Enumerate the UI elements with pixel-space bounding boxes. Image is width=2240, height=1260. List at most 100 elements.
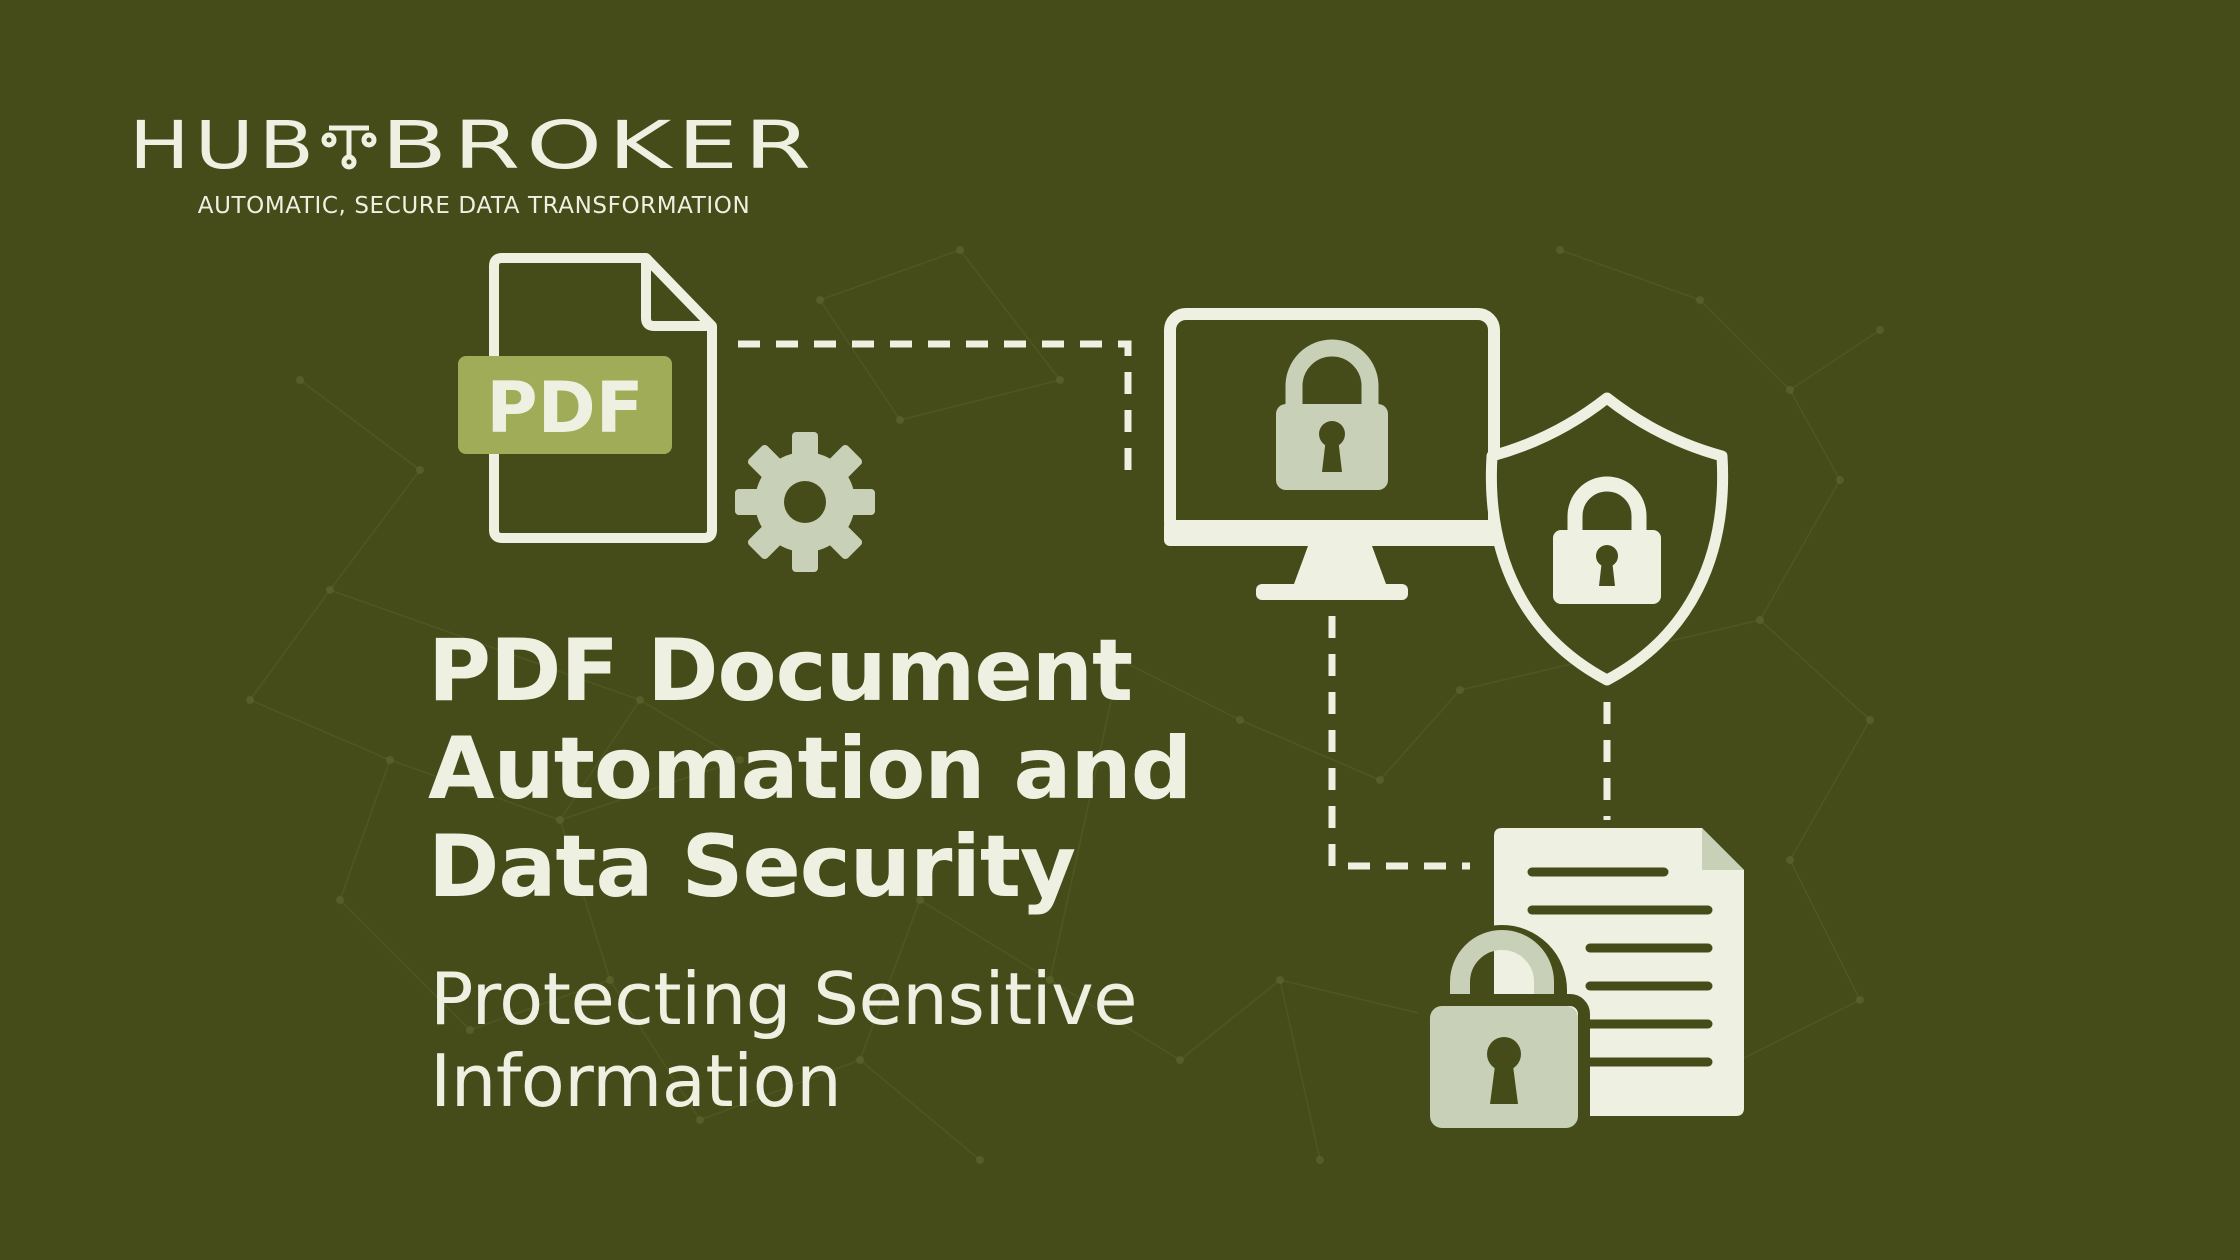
- network-node: [916, 896, 924, 904]
- brand-name-left: HUB: [129, 112, 319, 182]
- network-line: [609, 979, 701, 1121]
- network-line: [1759, 619, 1871, 721]
- brand-wordmark: HUB BROKER: [129, 112, 817, 182]
- connector-pdf-to-monitor: [738, 340, 1132, 470]
- network-node: [736, 756, 744, 764]
- network-line: [1759, 479, 1841, 621]
- network-node: [1116, 656, 1124, 664]
- pdf-badge: [458, 356, 672, 454]
- brand-tagline: AUTOMATIC, SECURE DATA TRANSFORMATION: [197, 193, 751, 219]
- network-line: [329, 469, 421, 591]
- network-line: [1119, 659, 1241, 721]
- connector-monitor-to-document: [1328, 616, 1470, 870]
- network-node: [1786, 856, 1794, 864]
- monitor-padlock: [1276, 339, 1388, 490]
- network-node: [816, 296, 824, 304]
- shield-padlock: [1553, 476, 1661, 604]
- gear-icon: [735, 432, 875, 572]
- headline-line-1: PDF Document: [428, 621, 1133, 721]
- network-node: [896, 416, 904, 424]
- subheadline: Protecting Sensitive Information: [430, 958, 1190, 1122]
- network-node: [1696, 296, 1704, 304]
- pdf-badge-label: PDF: [486, 367, 643, 449]
- network-node: [1276, 976, 1284, 984]
- network-line: [899, 379, 1061, 421]
- network-line: [339, 899, 471, 1031]
- network-line: [819, 249, 961, 301]
- dashed-connectors: [738, 340, 1611, 870]
- network-line: [859, 899, 921, 1061]
- network-nodes: [246, 246, 1884, 1164]
- network-node: [956, 246, 964, 254]
- network-line: [959, 249, 1061, 381]
- network-line: [1699, 299, 1791, 391]
- network-line: [1559, 249, 1701, 301]
- headline-line-3: Data Security: [428, 817, 1076, 917]
- network-line: [469, 979, 611, 1031]
- network-line: [819, 299, 901, 421]
- document-padlock: [1418, 925, 1590, 1140]
- network-line: [249, 699, 391, 761]
- network-node: [636, 696, 644, 704]
- network-line: [329, 589, 641, 701]
- network-node: [1876, 326, 1884, 334]
- network-node: [556, 816, 564, 824]
- network-line: [339, 759, 391, 901]
- network-node: [336, 896, 344, 904]
- network-line: [559, 759, 741, 821]
- network-node: [696, 1116, 704, 1124]
- pdf-file-icon: PDF: [458, 253, 717, 543]
- network-line: [1789, 389, 1841, 481]
- network-node: [1316, 1156, 1324, 1164]
- brand-logo: HUB BROKER AUTOMATIC, SECURE DATA TRANSF…: [129, 112, 819, 219]
- network-node: [1556, 246, 1564, 254]
- headline: PDF Document Automation and Data Securit…: [428, 622, 1208, 916]
- locked-document-icon: [1418, 828, 1744, 1140]
- network-node: [326, 586, 334, 594]
- network-lines: [249, 249, 1881, 1161]
- network-line: [299, 379, 421, 471]
- monitor-lock-icon: [1164, 308, 1500, 600]
- network-line: [1279, 979, 1321, 1161]
- network-line: [1239, 719, 1381, 781]
- shield-lock-icon: [1485, 392, 1729, 686]
- network-line: [1379, 689, 1461, 781]
- hub-connector-icon: [321, 125, 377, 170]
- network-line: [1789, 329, 1881, 391]
- network-node: [466, 1026, 474, 1034]
- network-node: [1056, 376, 1064, 384]
- network-node: [246, 696, 254, 704]
- network-line: [389, 759, 561, 821]
- network-node: [1176, 1056, 1184, 1064]
- network-line: [1049, 979, 1181, 1061]
- network-node: [1786, 386, 1794, 394]
- network-line: [559, 699, 641, 821]
- network-node: [1236, 716, 1244, 724]
- subheadline-line-2: Information: [430, 1039, 842, 1123]
- network-node: [1866, 716, 1874, 724]
- document-text-lines: [1527, 867, 1713, 1067]
- network-node: [606, 976, 614, 984]
- network-node: [1456, 686, 1464, 694]
- headline-line-2: Automation and: [428, 719, 1192, 819]
- network-line: [249, 589, 331, 701]
- network-node: [1856, 996, 1864, 1004]
- subheadline-line-1: Protecting Sensitive: [430, 957, 1138, 1041]
- network-line: [639, 699, 741, 761]
- network-node: [386, 756, 394, 764]
- network-node: [1836, 476, 1844, 484]
- network-node: [1756, 616, 1764, 624]
- network-line: [919, 899, 1051, 981]
- network-node: [1376, 776, 1384, 784]
- network-node: [296, 376, 304, 384]
- network-node: [1046, 976, 1054, 984]
- network-line: [859, 1059, 981, 1161]
- network-node: [856, 1056, 864, 1064]
- network-line: [1049, 659, 1121, 981]
- brand-name-right: BROKER: [381, 112, 817, 182]
- network-node: [416, 466, 424, 474]
